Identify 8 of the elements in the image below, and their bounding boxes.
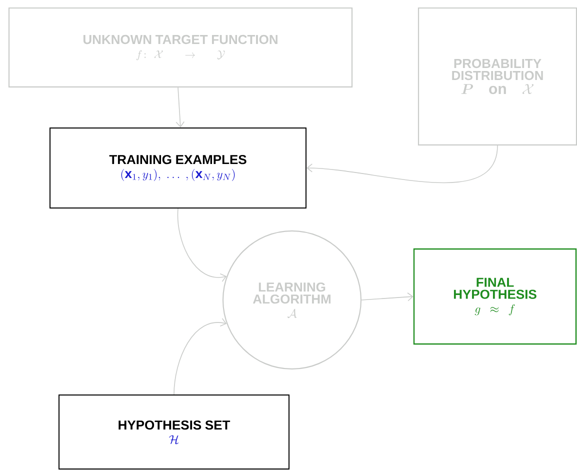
arrow bbox=[176, 87, 185, 128]
arrow bbox=[361, 292, 414, 302]
examples-box: TRAINING EXAMPLES $(\mathbf{x}_1,y_1),\ \ldots\ ,(\mathbf{x}_N,y_N)$ bbox=[50, 127, 306, 208]
hypothesis-set-box: HYPOTHESIS SET $\mathcal{H}$ bbox=[58, 394, 290, 470]
arrow bbox=[174, 318, 227, 395]
hypothesis-box: FINAL HYPOTHESIS $g\approx f$ bbox=[413, 248, 577, 345]
arrow bbox=[177, 208, 227, 282]
arrow bbox=[306, 145, 498, 184]
